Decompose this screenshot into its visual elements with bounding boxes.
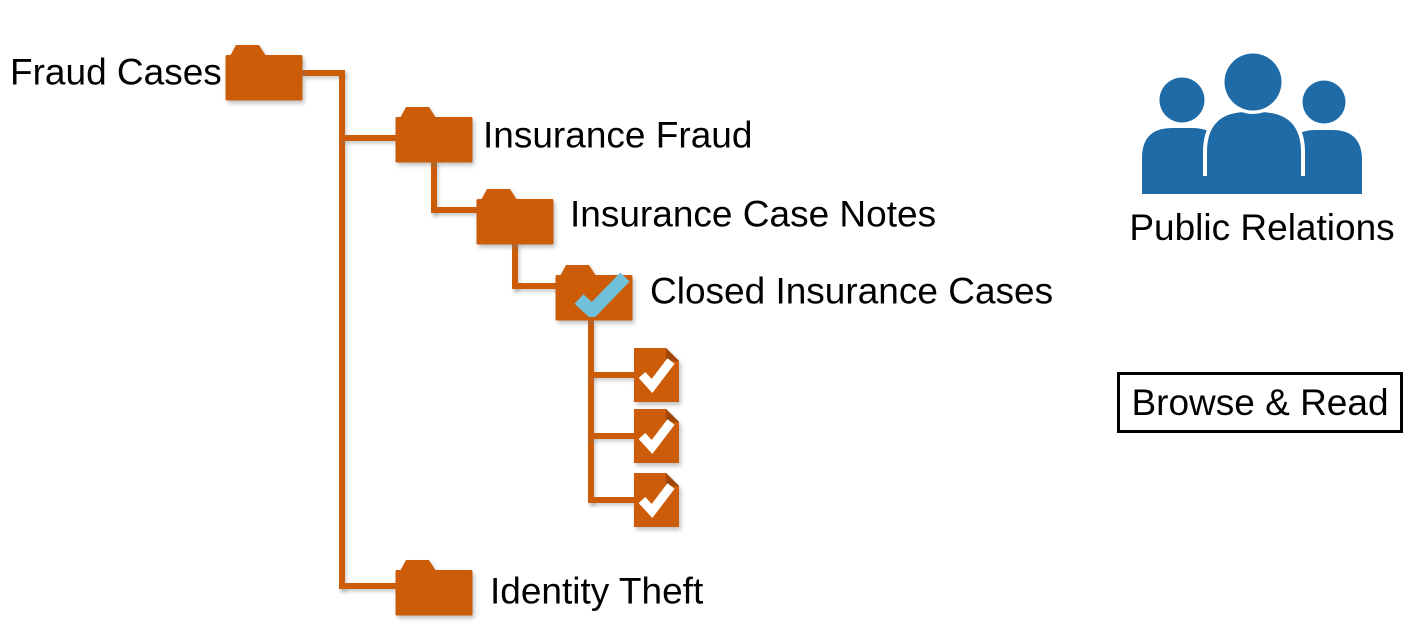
people-group-icon bbox=[1142, 50, 1362, 194]
folder-icon-fraud-cases bbox=[225, 45, 303, 101]
connector-to-document-2 bbox=[588, 433, 635, 439]
connector-closed-cases-stem bbox=[588, 320, 594, 503]
connector-case-notes-stem bbox=[512, 242, 518, 289]
connector-to-insurance-fraud bbox=[339, 135, 397, 141]
connector-insurance-fraud-stem bbox=[431, 161, 437, 213]
folder-icon-insurance-case-notes bbox=[476, 189, 554, 245]
folder-icon-identity-theft bbox=[395, 560, 473, 616]
label-insurance-fraud: Insurance Fraud bbox=[483, 114, 753, 156]
connector-to-closed-cases bbox=[512, 283, 559, 289]
connector-to-document-1 bbox=[588, 372, 635, 378]
connector-to-identity-theft bbox=[339, 583, 397, 589]
folder-icon-insurance-fraud bbox=[395, 107, 473, 163]
connector-to-document-3 bbox=[588, 497, 635, 503]
label-browse-and-read: Browse & Read bbox=[1131, 381, 1389, 423]
checkmark-icon bbox=[574, 272, 630, 317]
connector-to-insurance-case-notes bbox=[431, 207, 478, 213]
document-check-icon bbox=[634, 348, 679, 402]
connector-trunk bbox=[339, 70, 345, 589]
label-fraud-cases: Fraud Cases bbox=[10, 51, 222, 93]
label-identity-theft: Identity Theft bbox=[490, 570, 704, 612]
permission-box: Browse & Read bbox=[1117, 372, 1403, 433]
connector-root-to-trunk bbox=[302, 70, 345, 76]
label-insurance-case-notes: Insurance Case Notes bbox=[570, 193, 937, 235]
document-check-icon bbox=[634, 473, 679, 527]
label-public-relations: Public Relations bbox=[1129, 207, 1395, 248]
label-closed-insurance-cases: Closed Insurance Cases bbox=[650, 270, 1054, 312]
document-check-icon bbox=[634, 409, 679, 463]
